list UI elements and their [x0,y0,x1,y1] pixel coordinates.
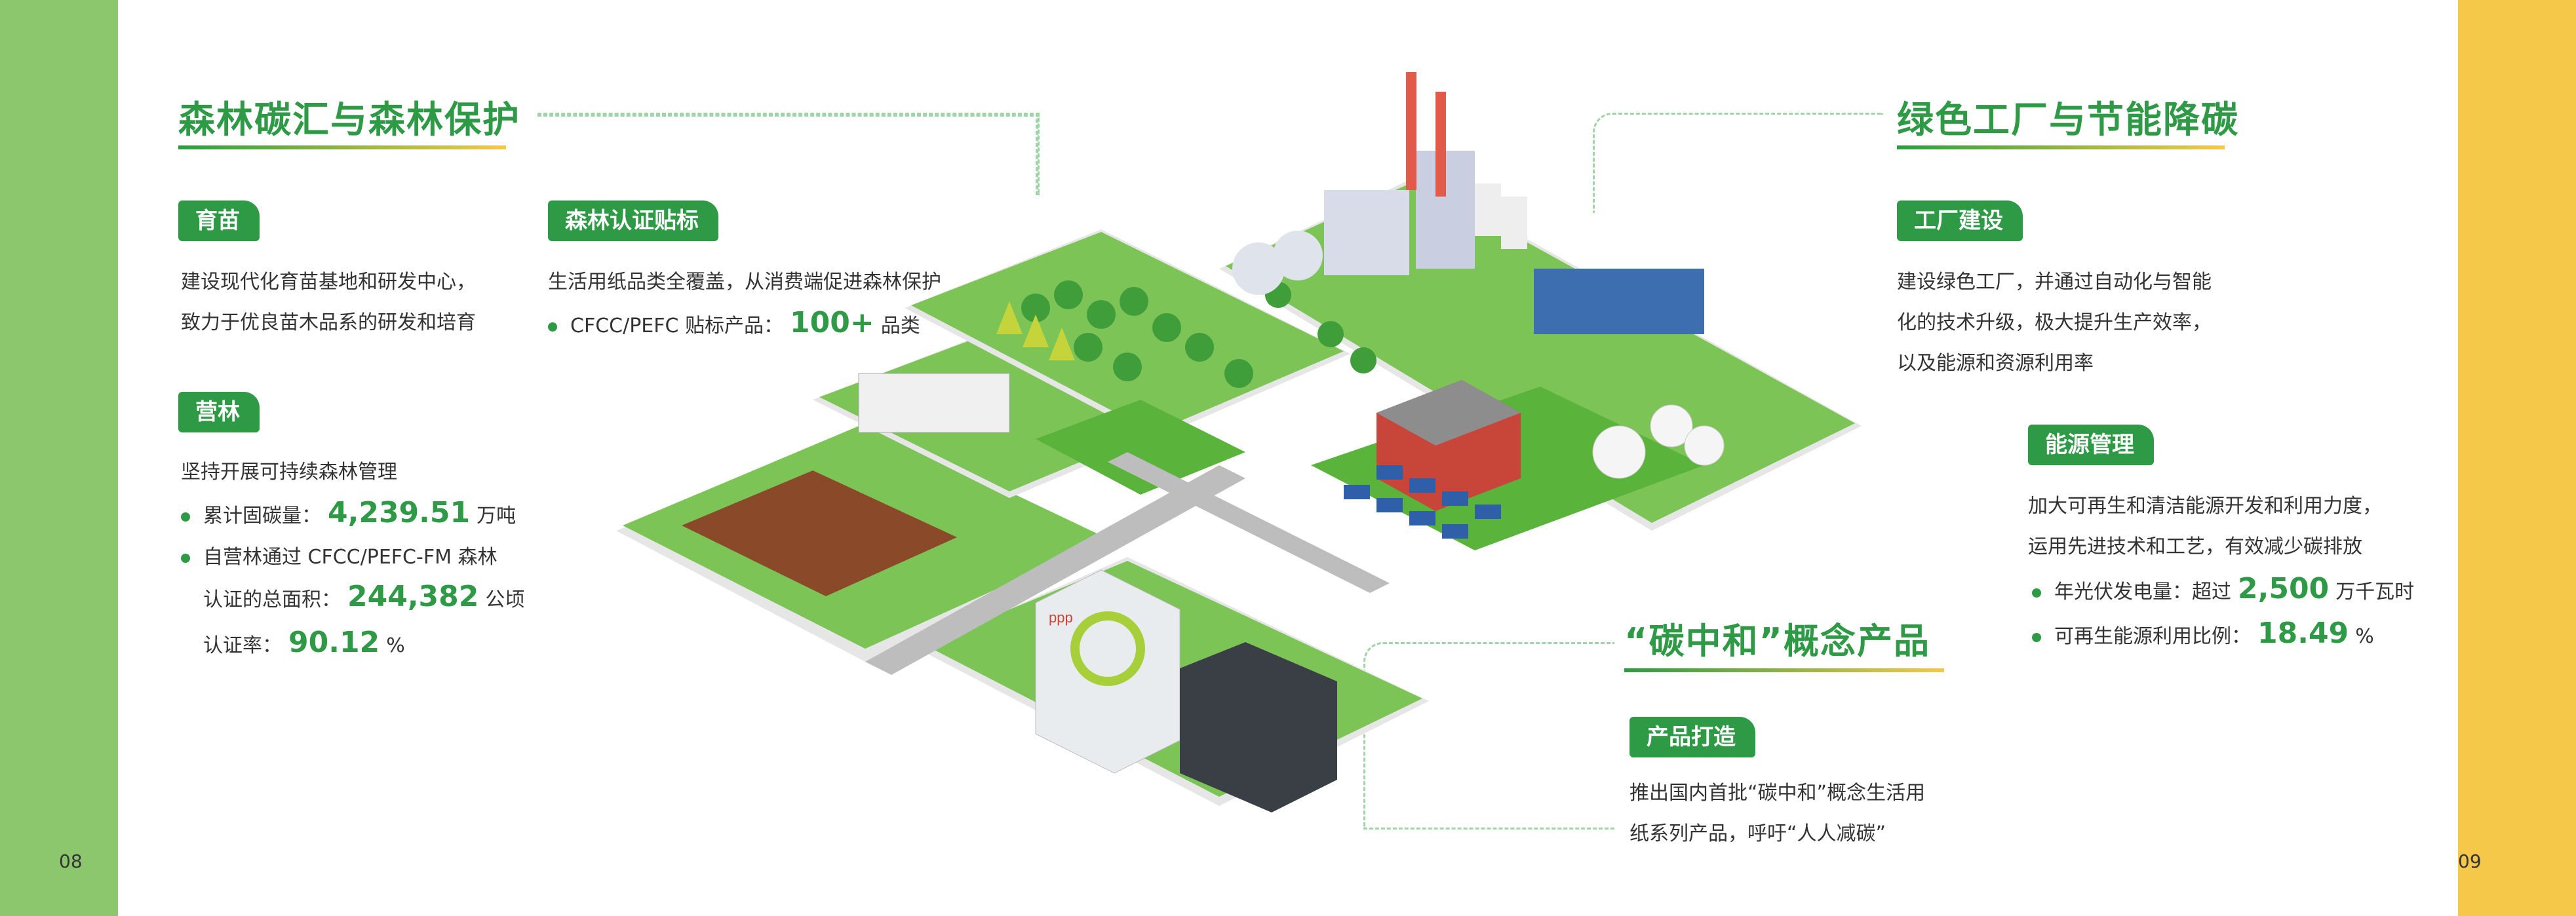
plantation-intro: 坚持开展可持续森林管理 [181,461,397,484]
chimney-1 [1406,72,1416,190]
paper-machine [1534,269,1704,334]
product-make-tag: 产品打造 [1630,717,1755,757]
cooling-tower-2 [1273,231,1323,280]
hq-building [1035,569,1181,774]
page-number-left: 08 [59,850,83,872]
solar-panels [1344,465,1501,539]
greenhouse [858,373,1010,433]
small-park [1036,400,1245,495]
forest-connector-line-down [1036,113,1040,195]
paper-roll-2 [1650,404,1693,448]
office-building [1324,190,1409,275]
hq-logo-ring [1070,611,1145,686]
left-side-band [0,0,118,916]
bullet-dot [181,553,190,563]
forest-title-underline [178,145,506,149]
silo-2 [1501,197,1527,249]
product-connector-line [1363,642,1614,830]
forest-section-title: 森林碳汇与森林保护 [178,99,520,142]
factory-section-title: 绿色工厂与节能降碳 [1897,99,2239,142]
renew-bullet: 可再生能源利用比例：18.49% [2032,613,2374,657]
bullet-dot [2032,588,2041,598]
soil-field [682,470,957,596]
bullet-dot [548,322,557,332]
hq-sign: ppp [1049,609,1073,626]
road-cross [1108,452,1390,593]
factory-build-text: 建设绿色工厂，并通过自动化与智能 化的技术升级，极大提升生产效率， 以及能源和资… [1897,271,2212,375]
factory-build-tag: 工厂建设 [1897,200,2023,241]
forest-label-text: 生活用纸品类全覆盖，从消费端促进森林保护 [548,271,941,294]
silo-1 [1475,183,1501,236]
chimney-2 [1435,92,1446,197]
warehouse-roof [1376,380,1521,446]
energy-text: 加大可再生和清洁能源开发和利用力度， 运用先进技术和工艺，有效减少碳排放 [2028,495,2382,558]
forest-label-bullet: CFCC/PEFC 贴标产品：100+品类 [548,303,920,347]
bullet-dot [181,512,190,522]
product-title-underline [1624,668,1944,672]
road [865,465,1245,675]
hq-annex [1180,642,1337,812]
conifer-trees [996,301,1075,360]
forest-label-tag: 森林认证贴标 [548,200,718,241]
page-number-right: 09 [2458,850,2482,872]
product-section-title: “碳中和”概念产品 [1624,620,1930,662]
isometric-eco-scene-illustration: ppp [616,72,1862,812]
plantation-tag: 营林 [178,392,260,432]
factory-connector-line [1593,113,1883,213]
area-bullet: 自营林通过 CFCC/PEFC-FM 森林 [181,537,498,578]
product-make-text: 推出国内首批“碳中和”概念生活用 纸系列产品，呼吁“人人减碳” [1630,782,1926,845]
nursery-tag: 育苗 [178,200,260,241]
bullet-dot [2032,632,2041,642]
cooling-tower-1 [1232,242,1285,295]
factory-title-underline [1897,145,2225,149]
paper-roll-3 [1684,425,1725,466]
rate-line: 认证率：90.12% [203,626,405,659]
paper-roll-1 [1592,425,1646,479]
energy-tag: 能源管理 [2028,425,2154,465]
nursery-text: 建设现代化育苗基地和研发中心， 致力于优良苗木品系的研发和培育 [181,271,476,334]
right-side-band [2458,0,2576,916]
